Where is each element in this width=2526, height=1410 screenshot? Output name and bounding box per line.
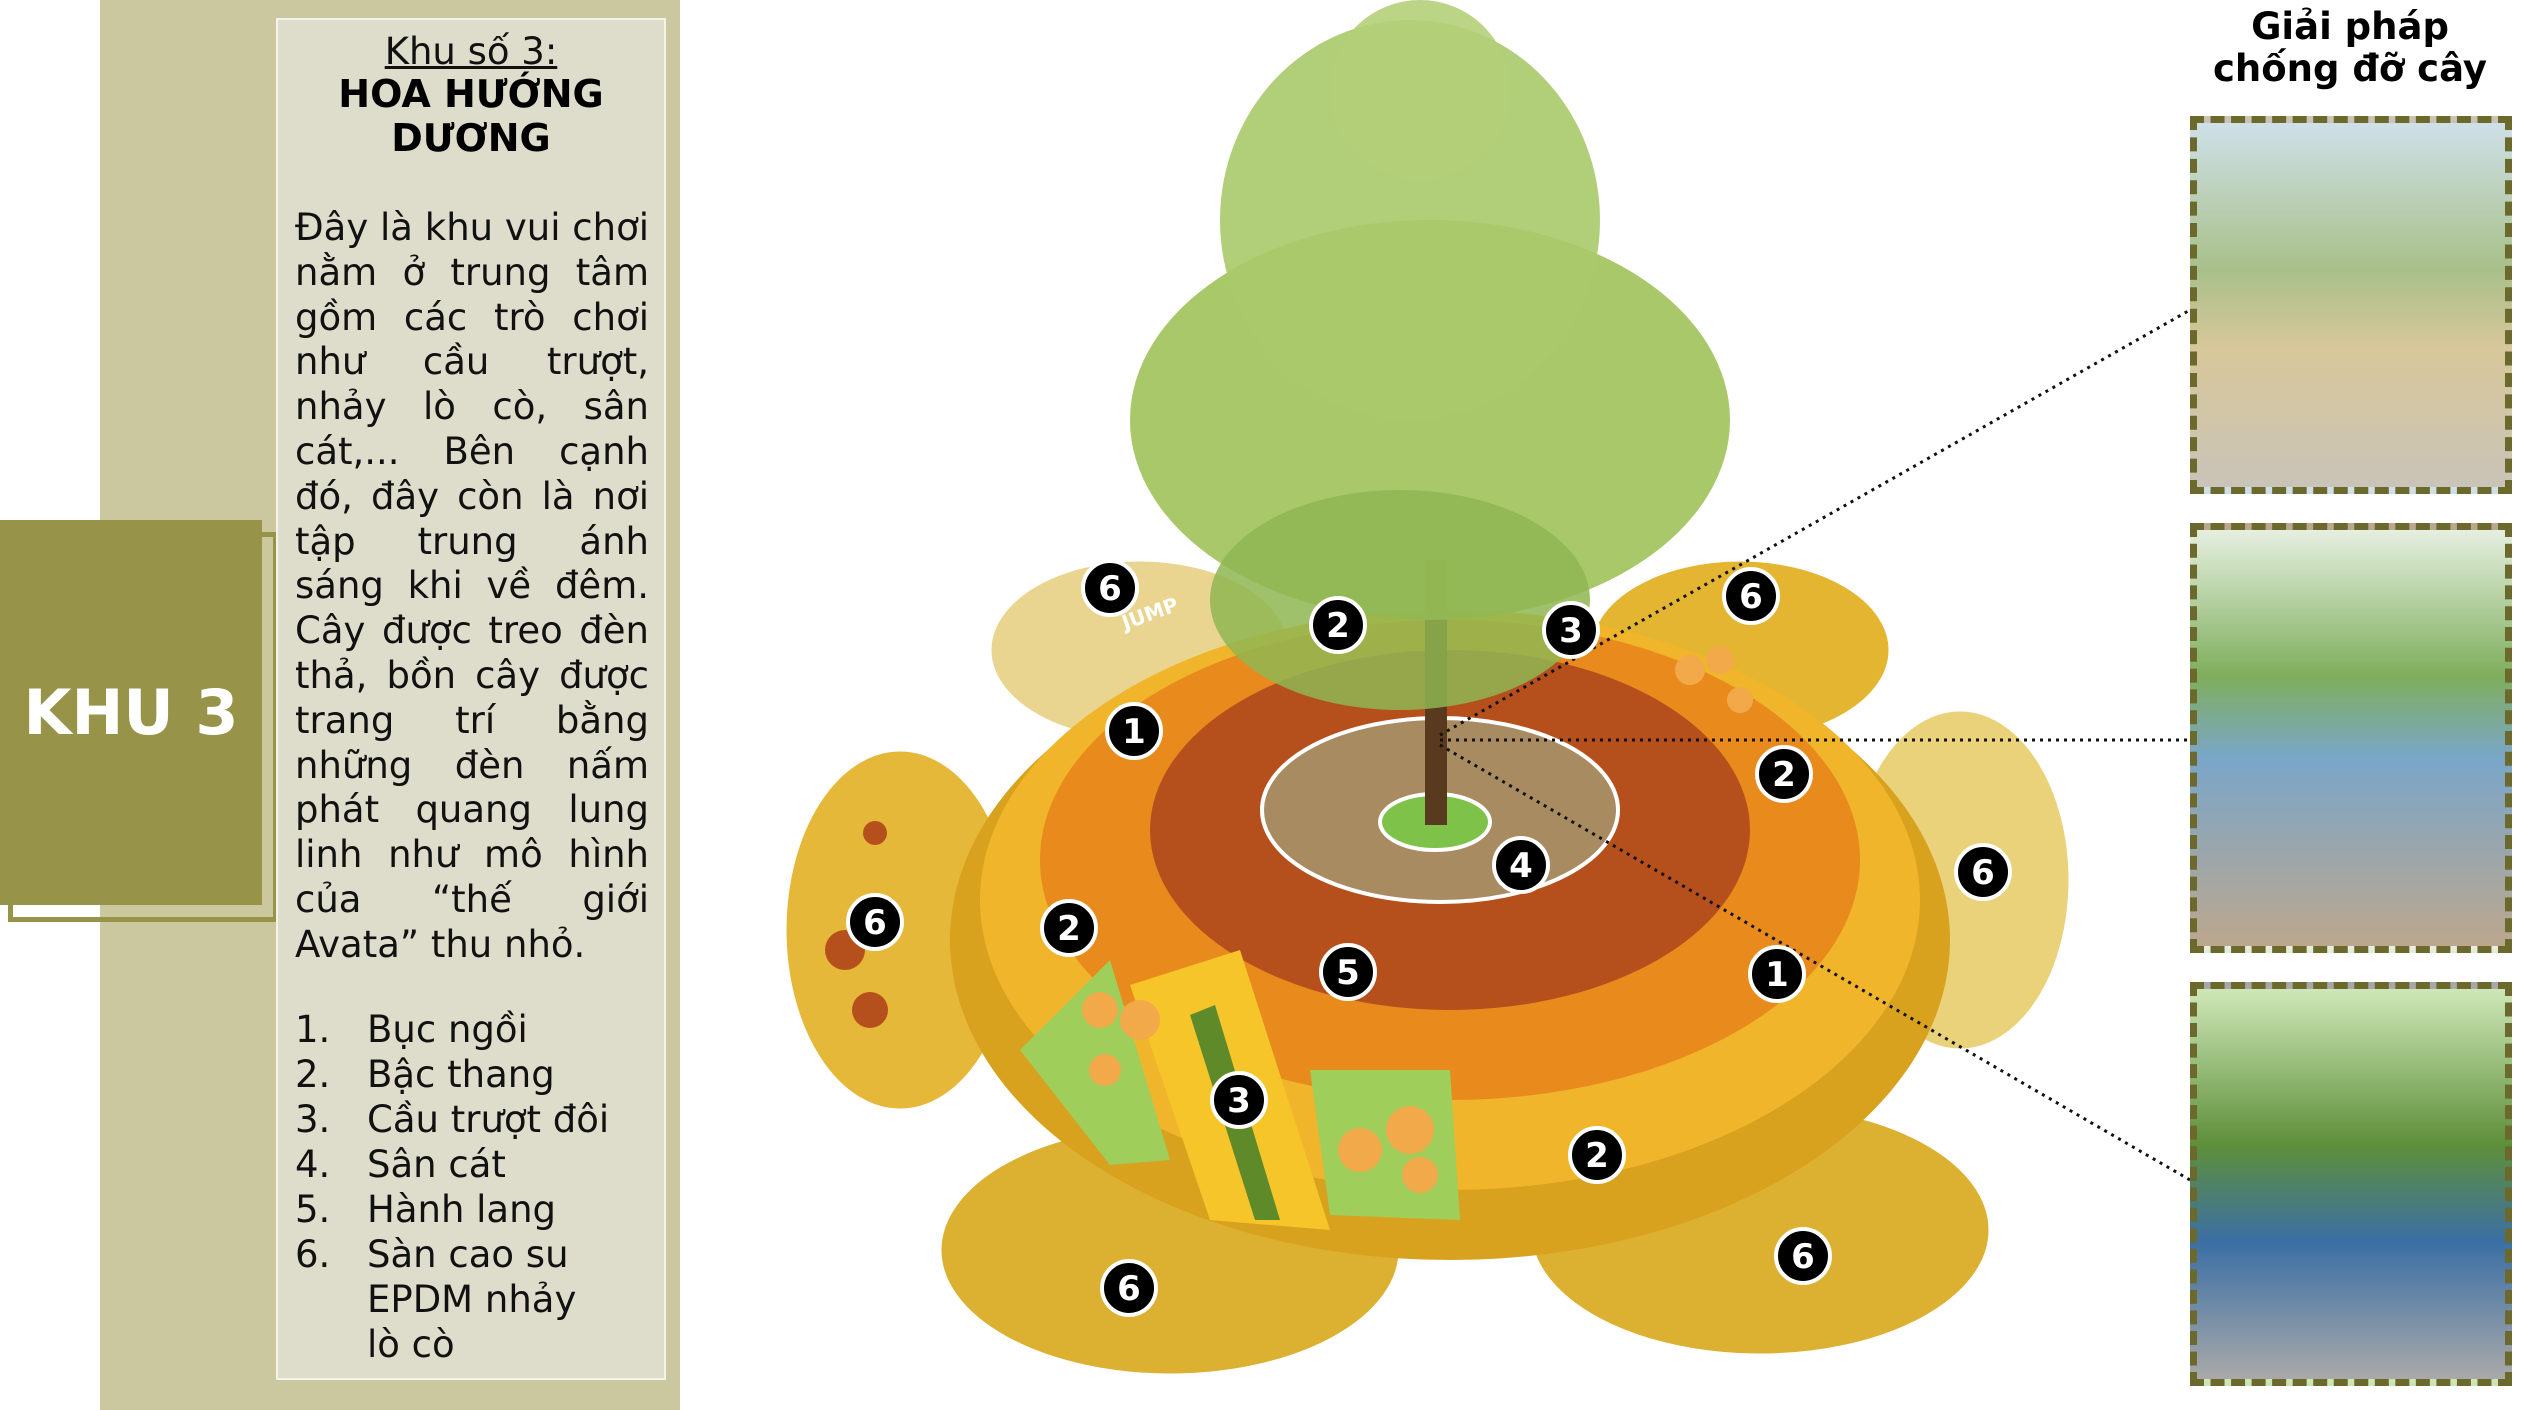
legend-num: 2.	[295, 1053, 331, 1096]
marker-circle	[1309, 596, 1367, 654]
legend-item: 3. Cầu trượt đôi	[295, 1097, 617, 1142]
legend-label: Hành lang	[367, 1188, 557, 1231]
legend-item: 1. Bục ngồi	[295, 1007, 617, 1052]
marker-circle	[1319, 943, 1377, 1001]
legend-label: Cầu trượt đôi	[367, 1098, 610, 1141]
marker-label: 2	[1772, 755, 1796, 795]
marker-6: 6	[1954, 843, 2012, 901]
marker-1: 1	[1748, 945, 1806, 1003]
tree-support-photo-3	[2190, 982, 2512, 1386]
marker-circle	[846, 893, 904, 951]
support-title-line: chống đỡ cây	[2212, 47, 2488, 90]
marker-circle	[1568, 1126, 1626, 1184]
number-markers: 6 2 3 6 1 2 6 4 6 2 5 1 3 2 6 6	[846, 559, 2012, 1317]
marker-6: 6	[1722, 567, 1780, 625]
legend-num: 5.	[295, 1188, 331, 1231]
marker-6: 6	[846, 893, 904, 951]
marker-circle	[1748, 945, 1806, 1003]
marker-circle	[1722, 567, 1780, 625]
support-title: Giải pháp chống đỡ cây	[2170, 6, 2526, 90]
marker-5: 5	[1319, 943, 1377, 1001]
legend-num: 1.	[295, 1008, 331, 1051]
marker-circle	[1100, 1259, 1158, 1317]
legend-item: 6. Sàn cao su EPDM nhảy lò cò	[295, 1232, 617, 1367]
marker-label: 5	[1336, 953, 1360, 993]
legend-label: Sàn cao su EPDM nhảy lò cò	[367, 1233, 577, 1366]
zone-title: HOA HƯỚNG DƯƠNG	[338, 72, 604, 160]
legend-num: 6.	[295, 1233, 331, 1276]
zone-subtitle: Khu số 3:	[384, 30, 558, 73]
tree	[1130, 0, 1730, 825]
marker-2: 2	[1040, 899, 1098, 957]
marker-6: 6	[1774, 1227, 1832, 1285]
marker-label: 6	[1117, 1269, 1141, 1309]
marker-3: 3	[1542, 601, 1600, 659]
marker-label: 4	[1509, 846, 1533, 886]
marker-2: 2	[1309, 596, 1367, 654]
marker-circle	[1954, 843, 2012, 901]
marker-label: 6	[1098, 569, 1122, 609]
marker-label: 1	[1765, 955, 1789, 995]
marker-3: 3	[1210, 1071, 1268, 1129]
marker-label: 6	[863, 903, 887, 943]
marker-label: 6	[1739, 577, 1763, 617]
legend-num: 4.	[295, 1143, 331, 1186]
support-title-line: Giải pháp	[2251, 5, 2449, 48]
marker-circle	[1492, 836, 1550, 894]
marker-4: 4	[1492, 836, 1550, 894]
legend-item: 4. Sân cát	[295, 1142, 617, 1187]
marker-circle	[1755, 745, 1813, 803]
zone-badge: KHU 3	[0, 520, 262, 905]
marker-label: 6	[1971, 853, 1995, 893]
marker-label: 2	[1585, 1136, 1609, 1176]
marker-label: 6	[1791, 1237, 1815, 1277]
legend-num: 3.	[295, 1098, 331, 1141]
marker-circle	[1040, 899, 1098, 957]
legend-label: Bậc thang	[367, 1053, 555, 1096]
legend-item: 5. Hành lang	[295, 1187, 617, 1232]
marker-label: 3	[1227, 1081, 1251, 1121]
callout-lines	[1439, 308, 2191, 1182]
marker-label: 3	[1559, 611, 1583, 651]
marker-label: 2	[1326, 606, 1350, 646]
marker-circle	[1774, 1227, 1832, 1285]
legend-item: 2. Bậc thang	[295, 1052, 617, 1097]
tree-support-photo-2	[2190, 523, 2512, 953]
marker-circle	[1542, 601, 1600, 659]
legend-label: Sân cát	[367, 1143, 506, 1186]
legend-list: 1. Bục ngồi 2. Bậc thang 3. Cầu trượt đôi 4…	[295, 1007, 617, 1367]
marker-2: 2	[1568, 1126, 1626, 1184]
zone-info-panel: Khu số 3: HOA HƯỚNG DƯƠNG Đây là khu vui…	[276, 18, 666, 1380]
marker-label: 1	[1122, 712, 1146, 752]
marker-circle	[1210, 1071, 1268, 1129]
zone-description: Đây là khu vui chơi nằm ở trung tâm gồm …	[295, 206, 649, 966]
zone-badge-label: KHU 3	[23, 676, 239, 749]
legend-label: Bục ngồi	[367, 1008, 528, 1051]
marker-label: 2	[1057, 909, 1081, 949]
marker-6: 6	[1100, 1259, 1158, 1317]
marker-2: 2	[1755, 745, 1813, 803]
marker-6: 6	[1081, 559, 1139, 617]
marker-circle	[1105, 702, 1163, 760]
marker-1: 1	[1105, 702, 1163, 760]
tree-support-photo-1	[2190, 116, 2512, 494]
marker-circle	[1081, 559, 1139, 617]
